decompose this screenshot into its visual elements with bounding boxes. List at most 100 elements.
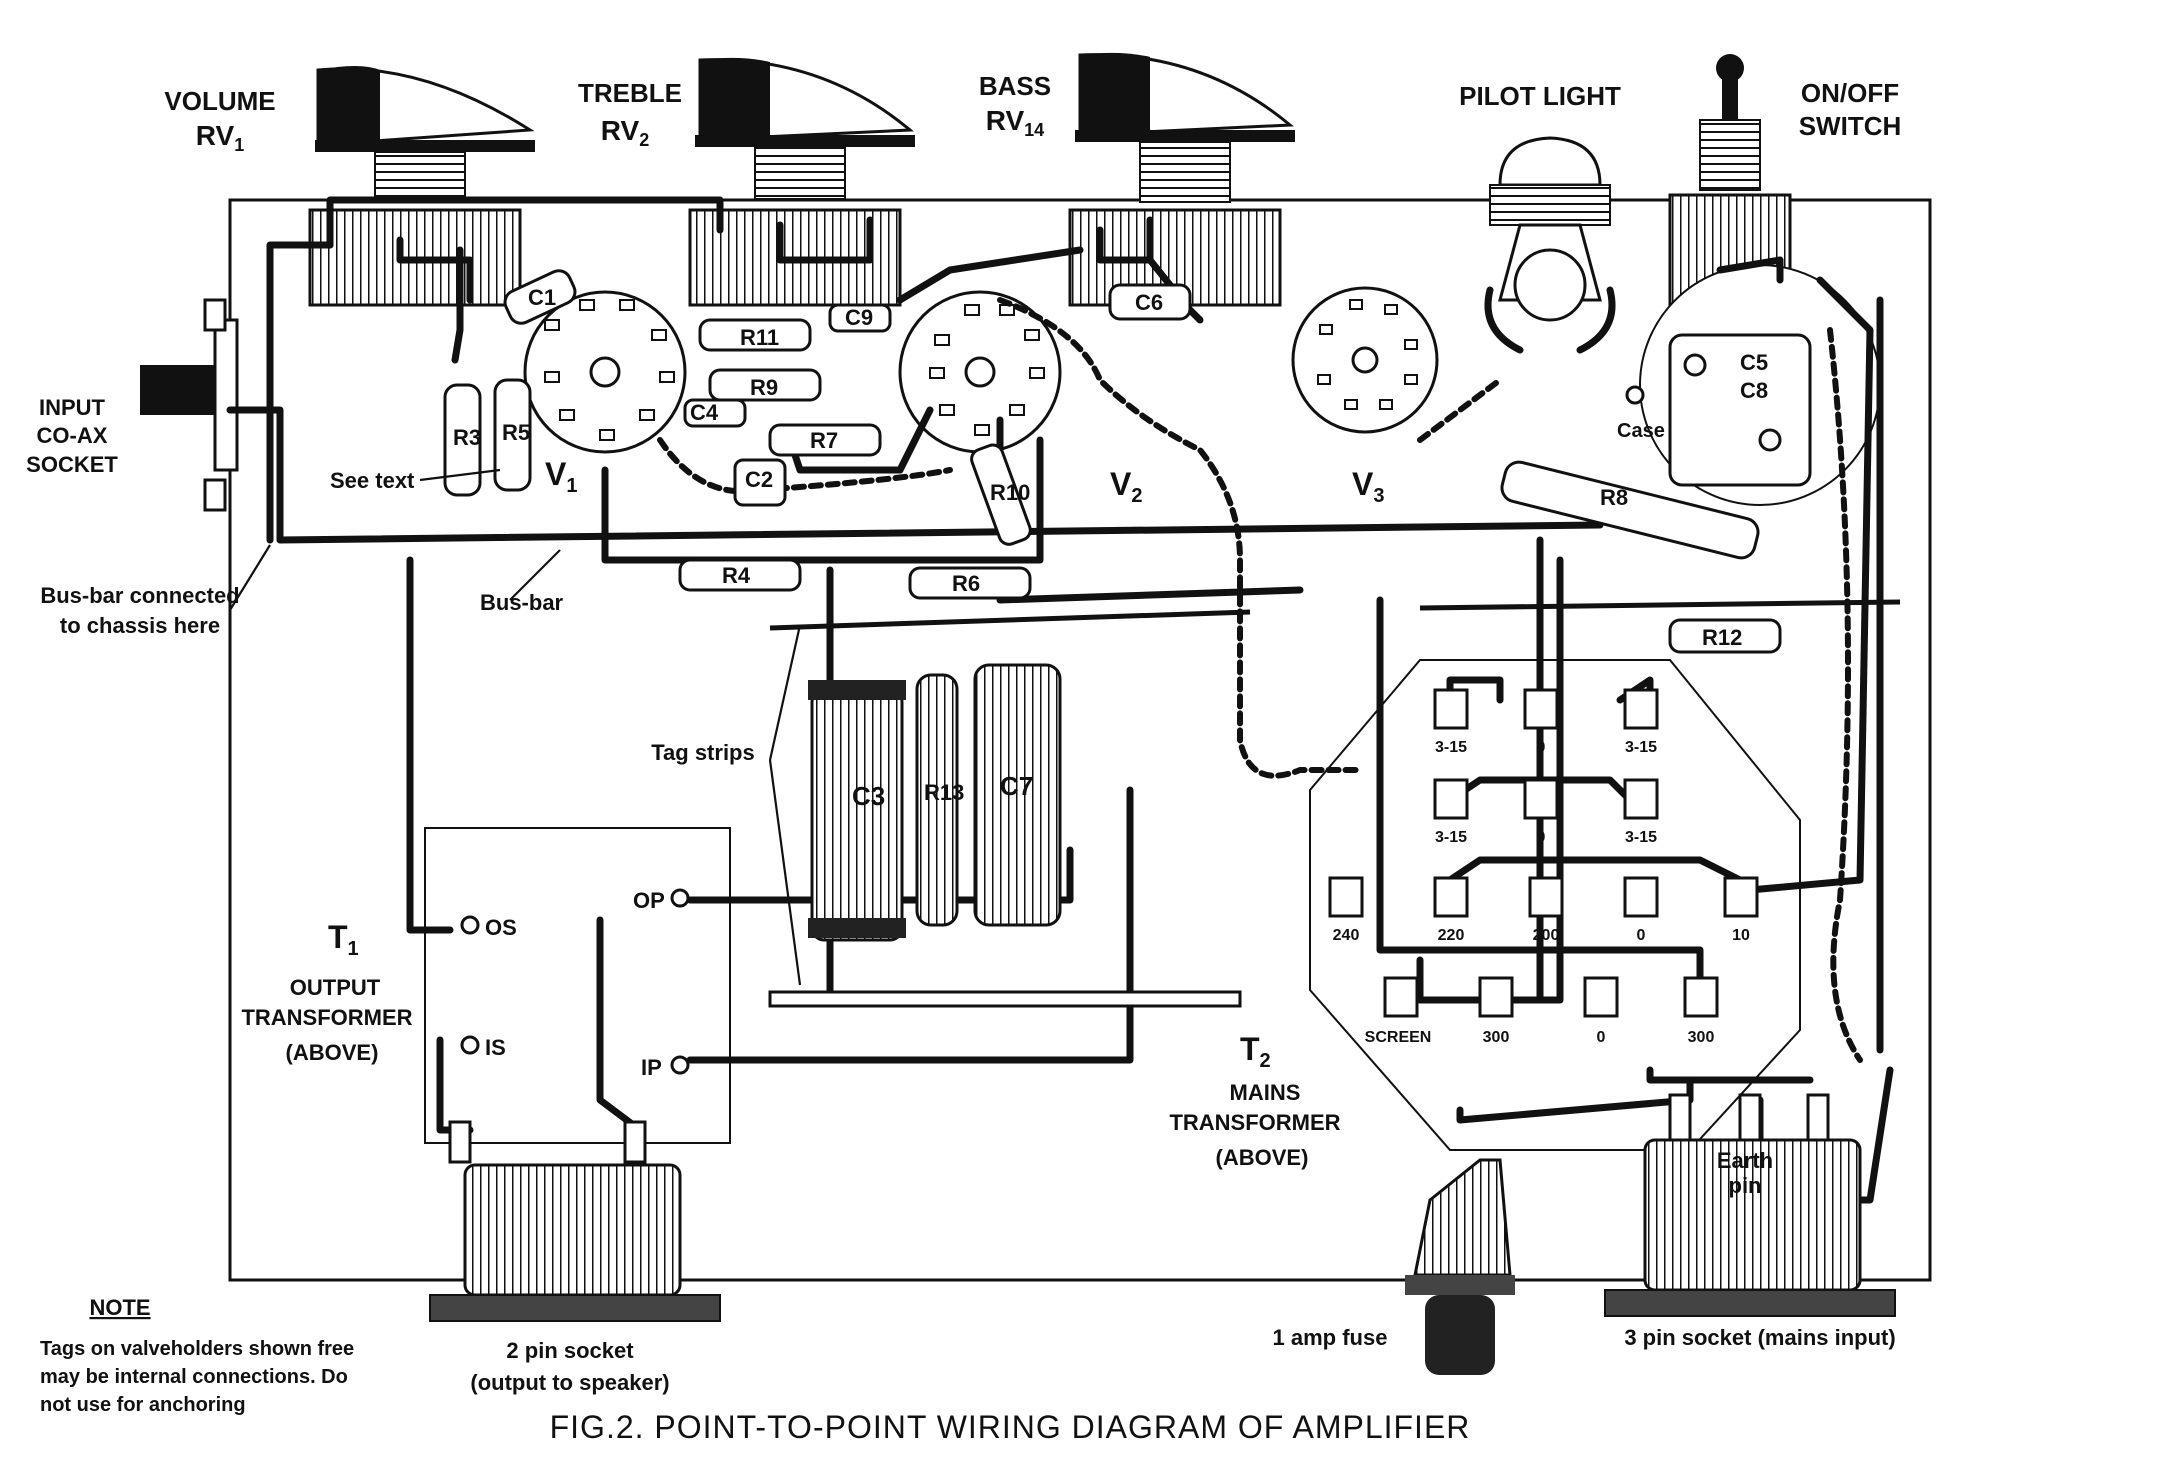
t1-tag-is: IS bbox=[485, 1035, 506, 1060]
r7-resistor bbox=[768, 423, 882, 457]
t2-line1: MAINS bbox=[1230, 1080, 1301, 1105]
t1-line3: (ABOVE) bbox=[286, 1040, 379, 1065]
r8-resistor bbox=[1500, 460, 1760, 560]
t2-tag-label: 3-15 bbox=[1435, 829, 1467, 846]
r13-resistor bbox=[915, 673, 959, 927]
svg-text:V1: V1 bbox=[545, 456, 577, 497]
t2-label: T bbox=[1240, 1031, 1260, 1067]
t2-sub: 2 bbox=[1260, 1050, 1271, 1072]
treble-label: TREBLE bbox=[578, 78, 682, 108]
bass-ref-sub: 14 bbox=[1024, 120, 1044, 140]
c5-label: C5 bbox=[1740, 350, 1768, 375]
input-label-2: CO-AX bbox=[37, 423, 108, 448]
r5-resistor bbox=[493, 378, 532, 492]
c6-capacitor bbox=[1108, 283, 1192, 321]
r6-label: R6 bbox=[952, 571, 980, 596]
t2-line3: (ABOVE) bbox=[1216, 1145, 1309, 1170]
volume-label: VOLUME bbox=[164, 86, 275, 116]
input-coax-socket bbox=[140, 298, 239, 512]
r13-label: R13 bbox=[924, 780, 964, 805]
valve-v1-holder bbox=[523, 290, 687, 454]
t2-tag-label: 0 bbox=[1537, 739, 1546, 756]
r11-label: R11 bbox=[740, 325, 779, 350]
t2-tag-label: 220 bbox=[1438, 927, 1465, 944]
svg-text:V3: V3 bbox=[1352, 466, 1384, 507]
bus-bar-chassis-leader bbox=[229, 544, 271, 611]
treble-ref-sub: 2 bbox=[639, 130, 649, 150]
v2-sub: 2 bbox=[1131, 485, 1142, 507]
r10-label: R10 bbox=[990, 480, 1030, 505]
two-pin-socket bbox=[429, 1120, 721, 1322]
chassis-outline bbox=[228, 198, 1932, 1282]
r4-label: R4 bbox=[722, 563, 751, 588]
r4-resistor bbox=[678, 558, 802, 592]
note-heading: NOTE bbox=[89, 1295, 150, 1320]
fuse-label: 1 amp fuse bbox=[1273, 1325, 1388, 1350]
c3-capacitor bbox=[808, 680, 906, 942]
bus-bar-label: Bus-bar bbox=[480, 590, 564, 615]
bass-ref: RV bbox=[986, 105, 1025, 136]
tag-strips-leader-upper bbox=[768, 624, 802, 761]
v1-sub: 1 bbox=[566, 475, 577, 497]
note-line-1: Tags on valveholders shown free bbox=[40, 1338, 354, 1360]
t2-tag-label: 0 bbox=[1597, 1029, 1606, 1046]
svg-text:RV1: RV1 bbox=[196, 120, 244, 155]
t2-tag-label: 3-15 bbox=[1625, 829, 1657, 846]
r11-resistor bbox=[698, 318, 812, 352]
switch-label-1: ON/OFF bbox=[1801, 78, 1899, 108]
mains-transformer-tags bbox=[1328, 688, 1759, 1018]
c4-label: C4 bbox=[690, 400, 719, 425]
three-pin-socket bbox=[1604, 1093, 1896, 1317]
r3-label: R3 bbox=[453, 425, 481, 450]
c7-capacitor bbox=[973, 663, 1062, 927]
tag-strip-right bbox=[1419, 599, 1901, 611]
c1-label: C1 bbox=[528, 285, 556, 310]
treble-knob bbox=[688, 57, 915, 307]
svg-text:RV14: RV14 bbox=[986, 105, 1044, 140]
bass-knob bbox=[1068, 52, 1295, 307]
c9-capacitor bbox=[828, 303, 892, 333]
pilot-light-label: PILOT LIGHT bbox=[1459, 81, 1621, 111]
pilot-light bbox=[1484, 136, 1616, 354]
speaker-socket-label-2: (output to speaker) bbox=[470, 1370, 669, 1395]
t1-tag-os: OS bbox=[485, 915, 517, 940]
t1-sub: 1 bbox=[348, 938, 359, 960]
see-text-label: See text bbox=[330, 468, 415, 493]
output-transformer-outline bbox=[424, 827, 731, 1144]
c2-label: C2 bbox=[745, 467, 773, 492]
v3-label: V bbox=[1352, 466, 1374, 502]
valve-v3-holder bbox=[1291, 286, 1439, 434]
r8-label: R8 bbox=[1600, 485, 1628, 510]
svg-text:RV2: RV2 bbox=[601, 115, 649, 150]
bus-bar-chassis-label-1: Bus-bar connected bbox=[40, 583, 239, 608]
earth-pin-label-2: pin bbox=[1729, 1173, 1762, 1198]
v1-label: V bbox=[545, 456, 567, 492]
v3-sub: 3 bbox=[1373, 485, 1384, 507]
input-label-1: INPUT bbox=[39, 395, 106, 420]
fuse-holder bbox=[1405, 1158, 1515, 1375]
r3-resistor bbox=[443, 383, 482, 497]
t2-tag-label: 0 bbox=[1537, 829, 1546, 846]
t2-tag-label: 300 bbox=[1483, 1029, 1510, 1046]
r12-resistor bbox=[1668, 618, 1782, 654]
switch-label-2: SWITCH bbox=[1799, 111, 1902, 141]
t2-tag-label: 10 bbox=[1732, 927, 1750, 944]
r9-resistor bbox=[708, 368, 822, 402]
svg-text:T1: T1 bbox=[328, 919, 359, 960]
r9-label: R9 bbox=[750, 375, 778, 400]
bus-bar-leader bbox=[509, 549, 561, 601]
volume-ref-sub: 1 bbox=[234, 135, 244, 155]
r7-label: R7 bbox=[810, 428, 838, 453]
t2-tag-label: SCREEN bbox=[1365, 1029, 1432, 1046]
c7-label: C7 bbox=[1000, 771, 1033, 801]
treble-ref: RV bbox=[601, 115, 640, 146]
svg-text:T2: T2 bbox=[1240, 1031, 1271, 1072]
speaker-socket-label-1: 2 pin socket bbox=[506, 1338, 634, 1363]
tag-strip-upper bbox=[769, 609, 1251, 631]
svg-text:V2: V2 bbox=[1110, 466, 1142, 507]
mains-socket-label: 3 pin socket (mains input) bbox=[1624, 1325, 1895, 1350]
bass-label: BASS bbox=[979, 71, 1051, 101]
c9-label: C9 bbox=[845, 305, 873, 330]
note-line-3: not use for anchoring bbox=[40, 1394, 246, 1416]
